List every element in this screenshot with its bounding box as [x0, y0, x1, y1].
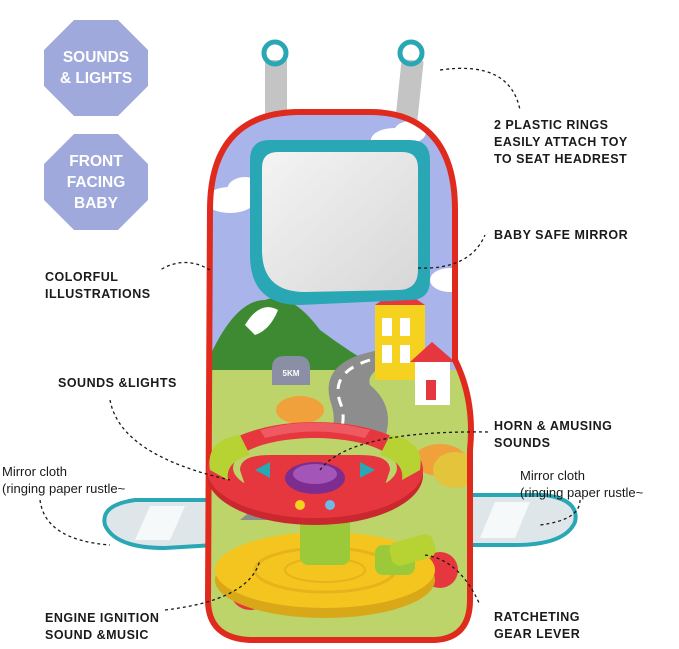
gear-lever [375, 534, 436, 575]
callout-line: TO SEAT HEADREST [494, 152, 628, 166]
mirror-cloth-wings [102, 493, 578, 551]
callout-line: BABY SAFE MIRROR [494, 228, 629, 242]
plastic-rings [261, 39, 425, 67]
callout-gear-lever: RATCHETING GEAR LEVER [494, 609, 580, 643]
callout-line: ILLUSTRATIONS [45, 287, 151, 301]
callout-sounds-lights: SOUNDS &LIGHTS [58, 375, 177, 392]
callout-plastic-rings: 2 PLASTIC RINGS EASILY ATTACH TOY TO SEA… [494, 117, 628, 168]
callout-line: ENGINE IGNITION [45, 611, 160, 625]
badge-sounds-lights: SOUNDS & LIGHTS [42, 18, 150, 118]
mirror-callout-line [417, 234, 486, 269]
milestone-sign: 5KM [272, 356, 310, 385]
callout-engine-ignition: ENGINE IGNITION SOUND &MUSIC [45, 610, 159, 644]
engine-callout-line [164, 559, 261, 611]
right-ring-icon [397, 39, 425, 67]
callout-line: SOUNDS &LIGHTS [58, 376, 177, 390]
callout-line: 2 PLASTIC RINGS [494, 118, 609, 132]
badge-text-line: BABY [74, 194, 118, 212]
gear-callout-line [424, 554, 481, 606]
callout-line: SOUND &MUSIC [45, 628, 149, 642]
horn-callout-line [319, 431, 491, 471]
callout-mirror-cloth-right: Mirror cloth (ringing paper rustle~ [520, 467, 643, 501]
callout-lines [39, 67, 581, 611]
rings-callout-line [439, 67, 521, 111]
callout-line: RATCHETING [494, 610, 581, 624]
illustrations-callout-line [159, 261, 211, 271]
mirror-surface [262, 152, 418, 292]
steering-wheel [207, 422, 423, 525]
baby-mirror [250, 140, 430, 305]
badge-text-line: FACING [66, 173, 126, 191]
badge-text-line: SOUNDS [62, 49, 130, 66]
milestone-text: 5KM [283, 369, 300, 378]
callout-line: SOUNDS [494, 436, 551, 450]
bush [276, 396, 324, 424]
callout-horn: HORN & AMUSING SOUNDS [494, 418, 612, 452]
callout-line: Mirror cloth [520, 468, 586, 483]
mirror-cloth-left-callout-line [39, 499, 111, 546]
callout-line: EASILY ATTACH TOY [494, 135, 628, 149]
callout-line: (ringing paper rustle~ [2, 481, 126, 496]
callout-baby-safe-mirror: BABY SAFE MIRROR [494, 227, 628, 244]
callout-line: Mirror cloth [2, 464, 68, 479]
callout-colorful-illustrations: COLORFUL ILLUSTRATIONS [45, 269, 151, 303]
mirror-cloth-right-callout-line [539, 499, 581, 526]
badge-text-line: & LIGHTS [59, 70, 133, 87]
callout-line: (ringing paper rustle~ [520, 485, 644, 500]
callout-mirror-cloth-left: Mirror cloth (ringing paper rustle~ [2, 463, 125, 497]
pad-red-border [204, 109, 474, 643]
badge-text-line: FRONT [69, 152, 123, 170]
badge-front-facing-baby: FRONT FACING BABY [42, 132, 150, 232]
right-strap [394, 59, 424, 131]
callout-line: HORN & AMUSING [494, 419, 613, 433]
callout-line: GEAR LEVER [494, 627, 581, 641]
left-ring-icon [261, 39, 289, 67]
sounds-callout-line [109, 399, 231, 481]
callout-line: COLORFUL [45, 270, 119, 284]
